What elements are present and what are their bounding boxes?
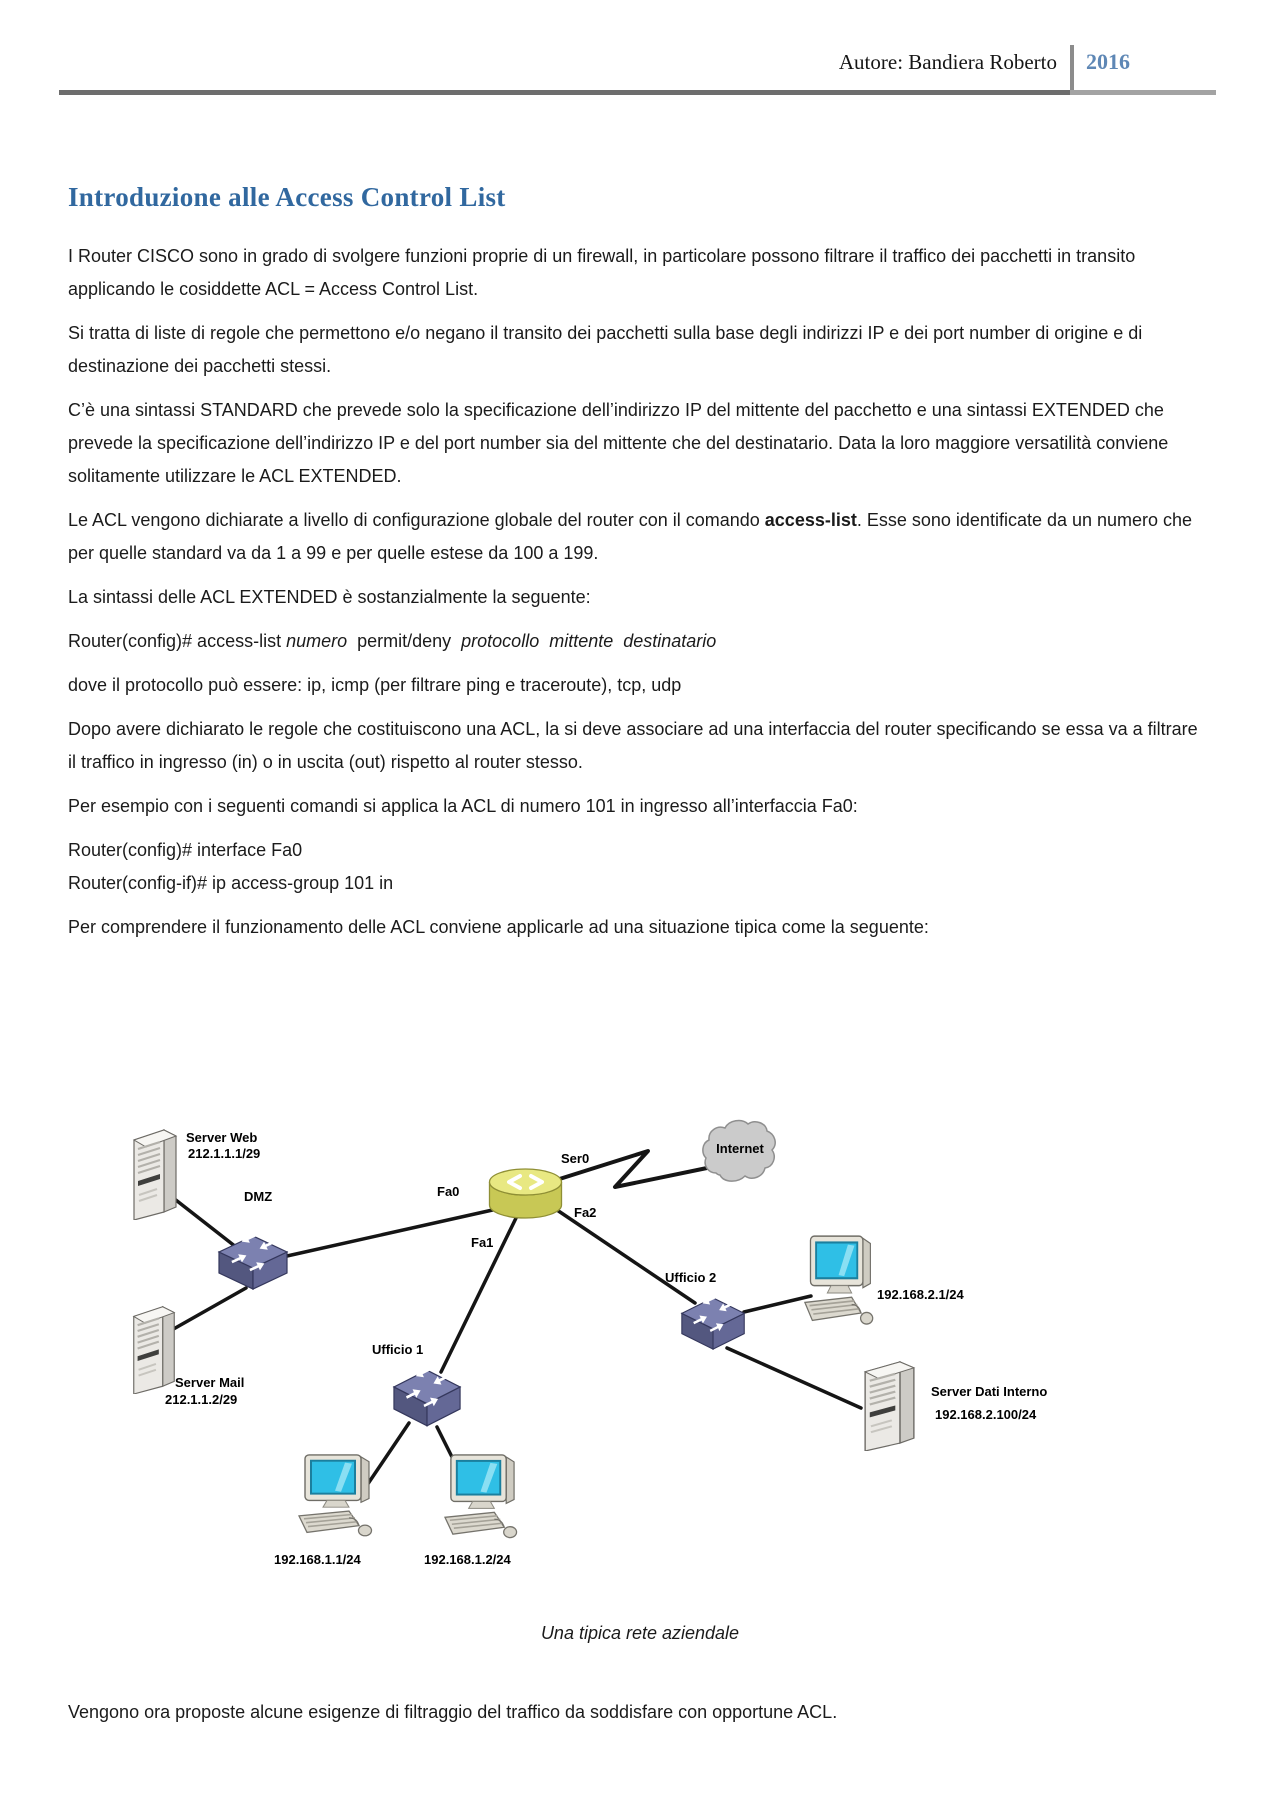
paragraph-8: Per esempio con i seguenti comandi si ap… [68,796,858,816]
access-list-keyword: access-list [764,510,857,530]
server-web-icon [127,1123,183,1220]
office1-switch-icon [392,1367,463,1430]
paragraph-5: La sintassi delle ACL EXTENDED è sostanz… [68,587,591,607]
office2-pc-icon [803,1233,876,1333]
paragraph-2: Si tratta di liste di regole che permett… [68,323,1143,376]
paragraph-4: Le ACL vengono dichiarate a livello di c… [68,504,1203,570]
internal-server-label: Server Dati Interno [931,1384,1048,1399]
cli-syntax-mid: permit/deny [347,631,462,651]
server-mail-label: Server Mail [175,1375,245,1390]
body-text: I Router CISCO sono in grado di svolgere… [68,240,1203,955]
paragraph-4-pre: Le ACL vengono dichiarate a livello di c… [68,510,765,530]
internal-server-ip-label: 192.168.2.100/24 [935,1407,1037,1422]
office2-switch-icon [680,1295,747,1353]
pc2-ip-label: 192.168.1.2/24 [424,1552,511,1567]
network-link-lines [168,1149,863,1499]
server-web-ip-label: 212.1.1.1/29 [188,1146,261,1161]
paragraph-9: Per comprendere il funzionamento delle A… [68,917,929,937]
header-rule [59,90,1070,95]
header-divider-bar [1070,45,1074,95]
paragraph-3: C’è una sintassi STANDARD che prevede so… [68,400,1169,486]
office1-label: Ufficio 1 [372,1342,424,1357]
router-fa1-label: Fa1 [471,1235,494,1250]
cli-syntax-numero: numero [286,631,348,651]
paragraph-1: I Router CISCO sono in grado di svolgere… [68,246,1136,299]
dmz-switch-icon [217,1233,290,1293]
paragraph-10: Vengono ora proposte alcune esigenze di … [68,1702,838,1722]
router-icon [488,1167,563,1220]
server-mail-ip-label: 212.1.1.2/29 [165,1392,238,1407]
figure-caption: Una tipica rete aziendale [540,1623,740,1643]
paragraph-6: dove il protocollo può essere: ip, icmp … [68,675,682,695]
cli-command-syntax: Router(config)# access-list numero permi… [68,625,1203,658]
server-mail-icon [127,1300,181,1394]
router-fa2-label: Fa2 [574,1205,597,1220]
office2-pc-ip-label: 192.168.2.1/24 [877,1287,964,1302]
server-web-label: Server Web [186,1130,258,1145]
paragraph-4-post: . Esse sono identificate da un numero ch… [68,510,1193,563]
network-diagram: Server Web 212.1.1.1/29 DMZ Server Mail … [0,1105,1280,1585]
cli-syntax-pre: Router(config)# access-list [68,631,287,651]
dmz-label: DMZ [244,1189,273,1204]
header-rule-light [1070,90,1216,95]
cli-command-access-group: Router(config-if)# ip access-group 101 i… [68,873,394,893]
pc1-icon [297,1452,375,1544]
page-title: Introduzione alle Access Control List [68,182,506,212]
internet-label: Internet [716,1141,764,1156]
office2-label: Ufficio 2 [665,1270,717,1285]
pc2-icon [443,1452,520,1546]
header-year: 2016 [1086,49,1130,74]
cli-syntax-operands: protocollo mittente destinatario [461,631,717,651]
router-fa0-label: Fa0 [437,1184,460,1199]
cli-command-interface: Router(config)# interface Fa0 [68,840,303,860]
internal-server-icon [857,1355,922,1451]
pc1-ip-label: 192.168.1.1/24 [274,1552,361,1567]
header-author: Autore: Bandiera Roberto [838,50,1057,74]
router-ser0-label: Ser0 [561,1151,590,1166]
paragraph-7: Dopo avere dichiarato le regole che cost… [68,719,1198,772]
